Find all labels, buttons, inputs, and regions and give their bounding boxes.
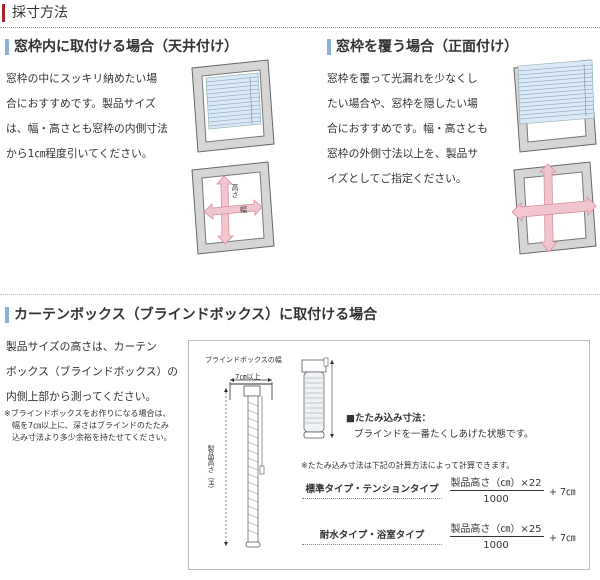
curtain-desc-line: ボックス（ブラインドボックス）の: [6, 365, 179, 378]
folded-size-title: ■たたみ込み寸法：: [346, 413, 431, 424]
formula-numerator: 製品高さ（㎝）×22: [450, 478, 542, 489]
note-line: 込み寸法より多少余裕を持たせてください。: [12, 433, 172, 442]
formula-type-rule: [302, 498, 442, 499]
formula-type-rule: [302, 544, 442, 545]
box-width-label: ブラインドボックスの幅: [205, 356, 282, 364]
outside-mount-heading: 窓枠を覆う場合（正面付け）: [327, 38, 518, 56]
inside-desc-line: から1㎝程度引いてください。: [6, 147, 153, 160]
curtain-desc-line: 製品サイズの高さは、カーテン: [6, 340, 157, 353]
min-width-label: 7㎝以上: [235, 373, 261, 381]
title-divider: [0, 27, 600, 28]
curtain-box-side-diagram: [224, 378, 273, 548]
fraction-bar: [450, 490, 544, 491]
outside-mount-measure-diagram: [511, 161, 597, 255]
outside-desc-line: 合におすすめです。幅・高さとも: [327, 122, 488, 135]
outside-mount-blind-illustration: [513, 59, 597, 153]
section-divider: [0, 294, 600, 295]
outside-mount-description: 窓枠を覆って光漏れを少なくし たい場合や、窓枠を隠したい場 合におすすめです。幅…: [327, 66, 507, 191]
inside-mount-blind-illustration: [191, 59, 275, 153]
formula-denominator: 1000: [483, 494, 509, 505]
curtain-box-note: ※ブラインドボックスをお作りになる場合は、 幅を7㎝以上に、深さはブラインドのた…: [4, 408, 186, 444]
inside-mount-measure-diagram: [191, 161, 275, 255]
outside-desc-line: たい場合や、窓枠を隠したい場: [327, 97, 478, 110]
folded-size-description: ブラインドを一番たくしあげた状態です。: [354, 429, 534, 440]
inside-mount-description: 窓枠の中にスッキリ納めたい場 合におすすめです。製品サイズ は、幅・高さとも窓枠…: [6, 66, 186, 166]
curtain-box-heading: カーテンボックス（ブラインドボックス）に取付ける場合: [5, 306, 377, 324]
product-height-label: 製品高さ（H）: [207, 445, 215, 493]
inside-desc-line: 合におすすめです。製品サイズ: [6, 97, 156, 110]
outside-desc-line: イズとしてご指定ください。: [327, 172, 467, 185]
formula-numerator: 製品高さ（㎝）×25: [450, 524, 542, 535]
formula-type-label: 耐水タイプ・浴室タイプ: [319, 530, 425, 541]
formula-denominator: 1000: [483, 540, 509, 551]
inside-desc-line: 窓枠の中にスッキリ納めたい場: [6, 72, 158, 85]
formula-note: ※たたみ込み寸法は下記の計算方法によって計算できます。: [301, 461, 515, 470]
formula-suffix: + 7㎝: [549, 487, 576, 498]
note-line: 幅を7㎝以上に、深さはブラインドのたたみ: [12, 421, 169, 430]
outside-desc-line: 窓枠を覆って光漏れを少なくし: [327, 72, 478, 85]
folded-blind-illustration: [301, 357, 334, 439]
width-label: 幅: [240, 206, 247, 214]
curtain-box-description: 製品サイズの高さは、カーテン ボックス（ブラインドボックス）の 内側上部から測っ…: [6, 334, 186, 409]
inside-desc-line: は、幅・高さとも窓枠の内側寸法: [6, 122, 168, 135]
height-label: 高さ: [231, 184, 239, 198]
formula-type-label: 標準タイプ・テンションタイプ: [305, 484, 439, 495]
note-line: ※ブラインドボックスをお作りになる場合は、: [4, 409, 171, 418]
inside-mount-heading: 窓枠内に取付ける場合（天井付け）: [5, 38, 238, 56]
fraction-bar: [450, 536, 544, 537]
curtain-desc-line: 内側上部から測ってください。: [6, 390, 157, 403]
page-title: 採寸方法: [0, 0, 68, 26]
formula-suffix: + 7㎝: [549, 533, 576, 544]
outside-desc-line: 窓枠の外側寸法以上を、製品サ: [327, 147, 479, 160]
